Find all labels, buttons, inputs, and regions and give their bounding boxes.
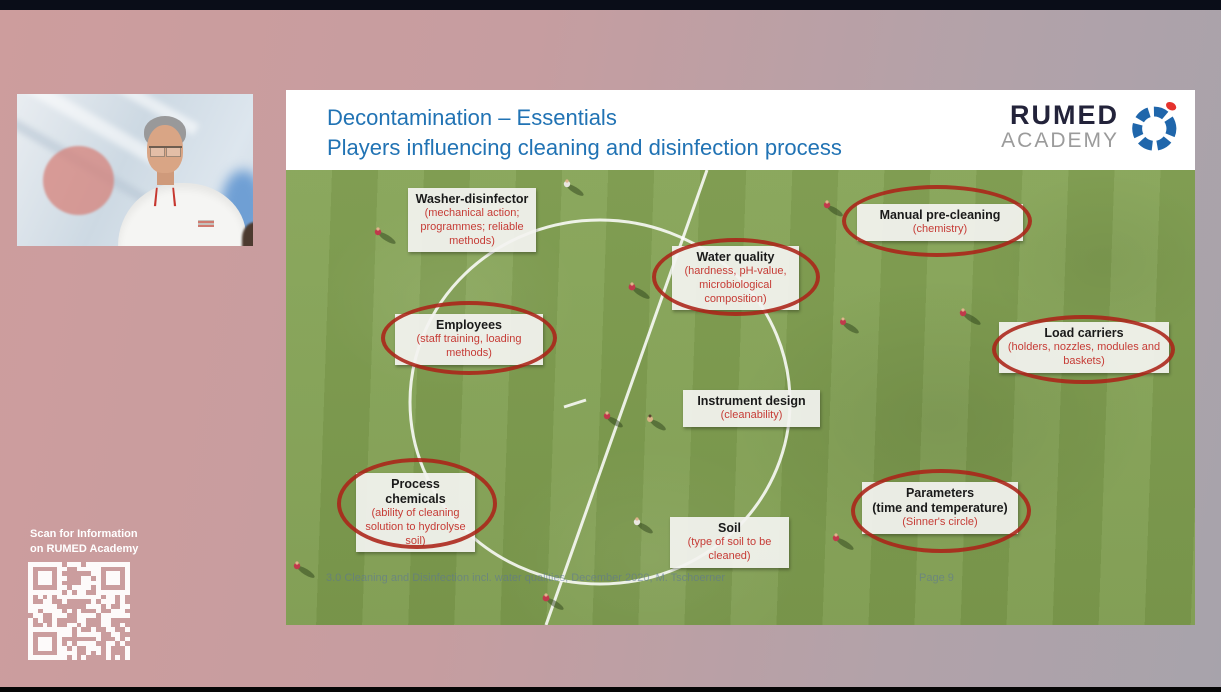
label-title: Load carriers: [1044, 326, 1124, 340]
label-title: Parameters: [905, 486, 975, 500]
presenter-face: [147, 125, 183, 173]
slide-page-number: Page 9: [919, 572, 954, 584]
slide-title-line1: Decontamination – Essentials: [327, 105, 617, 130]
label-title: Manual pre-cleaning: [879, 208, 1001, 222]
label-title: Instrument design: [697, 394, 806, 408]
label-title: Washer-disinfector: [415, 192, 529, 206]
qr-code: [28, 562, 130, 660]
soccer-field: Washer-disinfector (mechanical action; p…: [286, 170, 1195, 625]
label-title: Water quality: [696, 250, 775, 264]
field-label-load-carriers: Load carriers (holders, nozzles, modules…: [999, 322, 1169, 373]
field-label-washer-disinfector: Washer-disinfector (mechanical action; p…: [408, 188, 536, 253]
field-label-soil: Soil (type of soil to be cleaned): [670, 517, 789, 568]
field-label-process-chemicals: Process chemicals (ability of cleaning s…: [356, 473, 475, 553]
label-title: Process chemicals: [385, 477, 446, 506]
presenter-video-thumbnail[interactable]: [17, 94, 253, 246]
slide-footer-text: 3.0 Cleaning and Disinfection incl. wate…: [326, 572, 726, 584]
field-label-parameters: Parameters (time and temperature) (Sinne…: [862, 482, 1018, 534]
bottom-letterbox-bar: [0, 687, 1221, 692]
presenter-glasses: [149, 146, 182, 157]
presenter-collar: [153, 187, 177, 207]
field-label-manual-pre-cleaning: Manual pre-cleaning (chemistry): [857, 204, 1023, 241]
slide-title: Decontamination – Essentials Players inf…: [327, 103, 842, 163]
label-subtitle: (holders, nozzles, modules and baskets): [1007, 341, 1161, 367]
label-subtitle: (cleanability): [720, 409, 783, 421]
logo-name: RUMED: [1010, 99, 1119, 130]
label-subtitle: (ability of cleaning solution to hydroly…: [365, 507, 466, 547]
logo-subtitle: ACADEMY: [1001, 128, 1119, 152]
players: [293, 179, 981, 610]
scan-info-line2: on RUMED Academy: [30, 542, 139, 555]
presentation-slide: Decontamination – Essentials Players inf…: [286, 90, 1195, 625]
field-label-instrument-design: Instrument design (cleanability): [683, 390, 820, 427]
top-letterbox-bar: [0, 0, 1221, 10]
shirt-logo: [198, 220, 214, 227]
label-title: Employees: [435, 318, 502, 332]
pink-overlay-ellipse: [43, 146, 114, 215]
field-label-water-quality: Water quality (hardness, pH-value, micro…: [672, 246, 799, 311]
field-label-employees: Employees (staff training, loading metho…: [395, 314, 543, 365]
label-subtitle: (staff training, loading methods): [416, 333, 522, 359]
label-subtitle: (chemistry): [912, 223, 968, 235]
label-subtitle: (hardness, pH-value, microbiological com…: [684, 265, 787, 305]
label-subtitle: (mechanical action; programmes; reliable…: [420, 207, 524, 247]
slide-title-line2: Players influencing cleaning and disinfe…: [327, 135, 842, 160]
label-subtitle: (Sinner's circle): [902, 516, 978, 528]
label-title-line2: (time and temperature): [872, 501, 1008, 515]
scan-info-text: Scan for Information on RUMED Academy: [30, 527, 138, 557]
label-title: Soil: [718, 521, 741, 535]
logo-ring-icon: [1132, 101, 1177, 151]
rumed-academy-logo: RUMED ACADEMY: [1001, 99, 1181, 153]
second-person-silhouette: [242, 222, 253, 246]
label-subtitle: (type of soil to be cleaned): [687, 536, 772, 562]
slide-header: Decontamination – Essentials Players inf…: [286, 90, 1195, 170]
scan-info-line1: Scan for Information: [30, 528, 138, 540]
